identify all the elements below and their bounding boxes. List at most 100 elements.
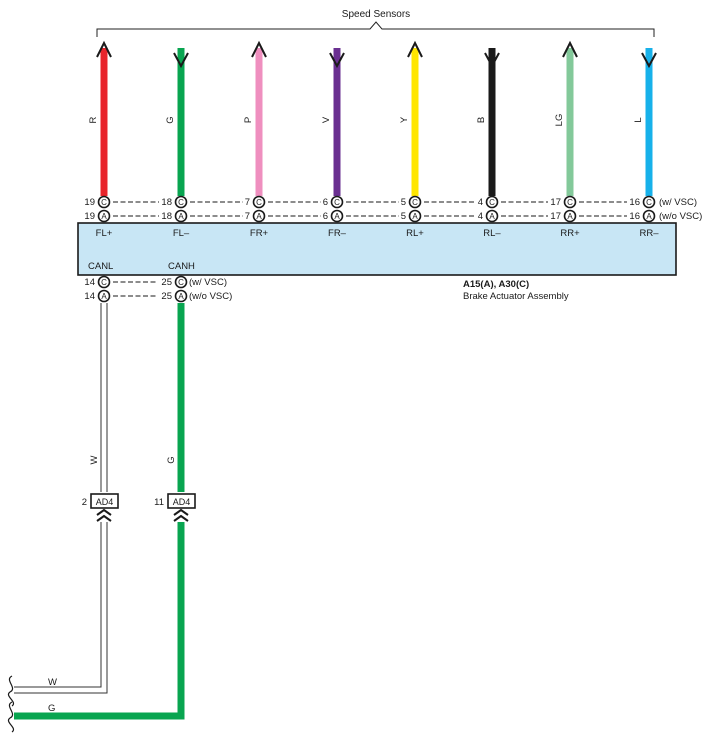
connector-letter: C [646, 198, 652, 207]
pin-number: 16 [629, 197, 640, 208]
arrow-down-icon [173, 52, 189, 69]
connector-letter: A [646, 212, 652, 221]
arrow-down-icon [641, 52, 657, 69]
canh-pin-a: A [174, 289, 188, 303]
connector-letter: A [567, 212, 573, 221]
terminal-label: FL– [173, 228, 190, 239]
terminal-label: RL+ [406, 228, 424, 239]
wire-color-label: LG [554, 114, 565, 127]
connector-letter: A [412, 212, 418, 221]
wire-color-label: B [476, 117, 487, 123]
pin-a: A [563, 209, 577, 223]
wire-color-label: L [633, 117, 644, 122]
pin-c: C [485, 195, 499, 209]
arrow-up-icon [96, 40, 112, 58]
canl-wire-lower-outline [14, 522, 108, 694]
terminal-label: RL– [483, 228, 501, 239]
pin-a: A [174, 209, 188, 223]
canl-junction-connector: AD4 [90, 493, 119, 522]
pin-number: 18 [161, 211, 172, 222]
pin-number: 4 [478, 211, 483, 222]
canl-bottom-label: W [48, 677, 57, 688]
pin-a: A [408, 209, 422, 223]
canl-wire-lower [14, 522, 107, 693]
pin-number: 17 [550, 197, 561, 208]
svg-text:C: C [178, 278, 184, 287]
connector-letter: A [489, 212, 495, 221]
pin-a: A [642, 209, 656, 223]
canh-wire-lower [14, 522, 185, 720]
terminal-label: FR+ [250, 228, 269, 239]
pin-c: C [408, 195, 422, 209]
pin-number: 19 [84, 211, 95, 222]
connector-letter: C [567, 198, 573, 207]
wire-color-label: P [243, 117, 254, 123]
canh-junction-chevron-icon [173, 508, 189, 522]
canl-pin-c: C [97, 275, 111, 289]
pin-c: C [642, 195, 656, 209]
canl-pin-a-number: 14 [84, 291, 95, 302]
wire-color-label: G [165, 116, 176, 123]
pin-number: 17 [550, 211, 561, 222]
pin-number: 19 [84, 197, 95, 208]
canh-bottom-label: G [48, 703, 55, 714]
canl-color-label: W [89, 455, 100, 464]
canh-wire-break-icon [8, 701, 14, 733]
arrow-down-icon [484, 52, 500, 69]
connector-letter: C [256, 198, 262, 207]
canh-terminal-label: CANH [168, 261, 195, 272]
canl-wire-break-icon [8, 675, 14, 707]
pin-number: 7 [245, 197, 250, 208]
speed-sensors-bracket [96, 21, 655, 37]
svg-text:C: C [101, 278, 107, 287]
connector-letter: C [489, 198, 495, 207]
canh-color-label: G [166, 456, 177, 463]
pin-a: A [330, 209, 344, 223]
svg-text:A: A [101, 292, 107, 301]
terminal-label: FR– [328, 228, 347, 239]
pin-number: 5 [401, 197, 406, 208]
connector-letter: A [101, 212, 107, 221]
sensor-wires: RC19A19GC18A18PC7A7VC6A6YC5A5BC4A4LGC17A… [84, 40, 657, 223]
canl-pin-a: A [97, 289, 111, 303]
terminal-labels: FL+FL–FR+FR–RL+RL–RR+RR– [96, 228, 660, 239]
arrow-up-icon [562, 40, 578, 58]
pin-c: C [330, 195, 344, 209]
canl-junction-pin: 2 [82, 497, 87, 508]
canh-junction-name: AD4 [173, 497, 191, 507]
canh-pin-a-number: 25 [161, 291, 172, 302]
pin-number: 6 [323, 211, 328, 222]
variant-label-a: (w/o VSC) [659, 211, 702, 222]
arrow-up-icon [251, 40, 267, 58]
svg-text:A: A [178, 292, 184, 301]
can-variant-label-c: (w/ VSC) [189, 277, 227, 288]
canl-junction-name: AD4 [96, 497, 114, 507]
arrow-up-icon [407, 40, 423, 58]
pin-number: 4 [478, 197, 483, 208]
connector-letter: A [178, 212, 184, 221]
pin-number: 6 [323, 197, 328, 208]
pin-a: A [97, 209, 111, 223]
variant-label-c: (w/ VSC) [659, 197, 697, 208]
canl-junction-chevron-icon [96, 508, 112, 522]
connector-letter: C [101, 198, 107, 207]
brake-actuator-box [77, 222, 677, 276]
wire-color-label: R [88, 116, 99, 123]
canl-terminal-label: CANL [88, 261, 113, 272]
module-part-number: A15(A), A30(C) [463, 279, 529, 290]
canl-pin-c-number: 14 [84, 277, 95, 288]
terminal-label: RR– [639, 228, 659, 239]
arrow-down-icon [329, 52, 345, 69]
pin-c: C [252, 195, 266, 209]
pin-number: 18 [161, 197, 172, 208]
wire-color-label: V [321, 116, 332, 123]
